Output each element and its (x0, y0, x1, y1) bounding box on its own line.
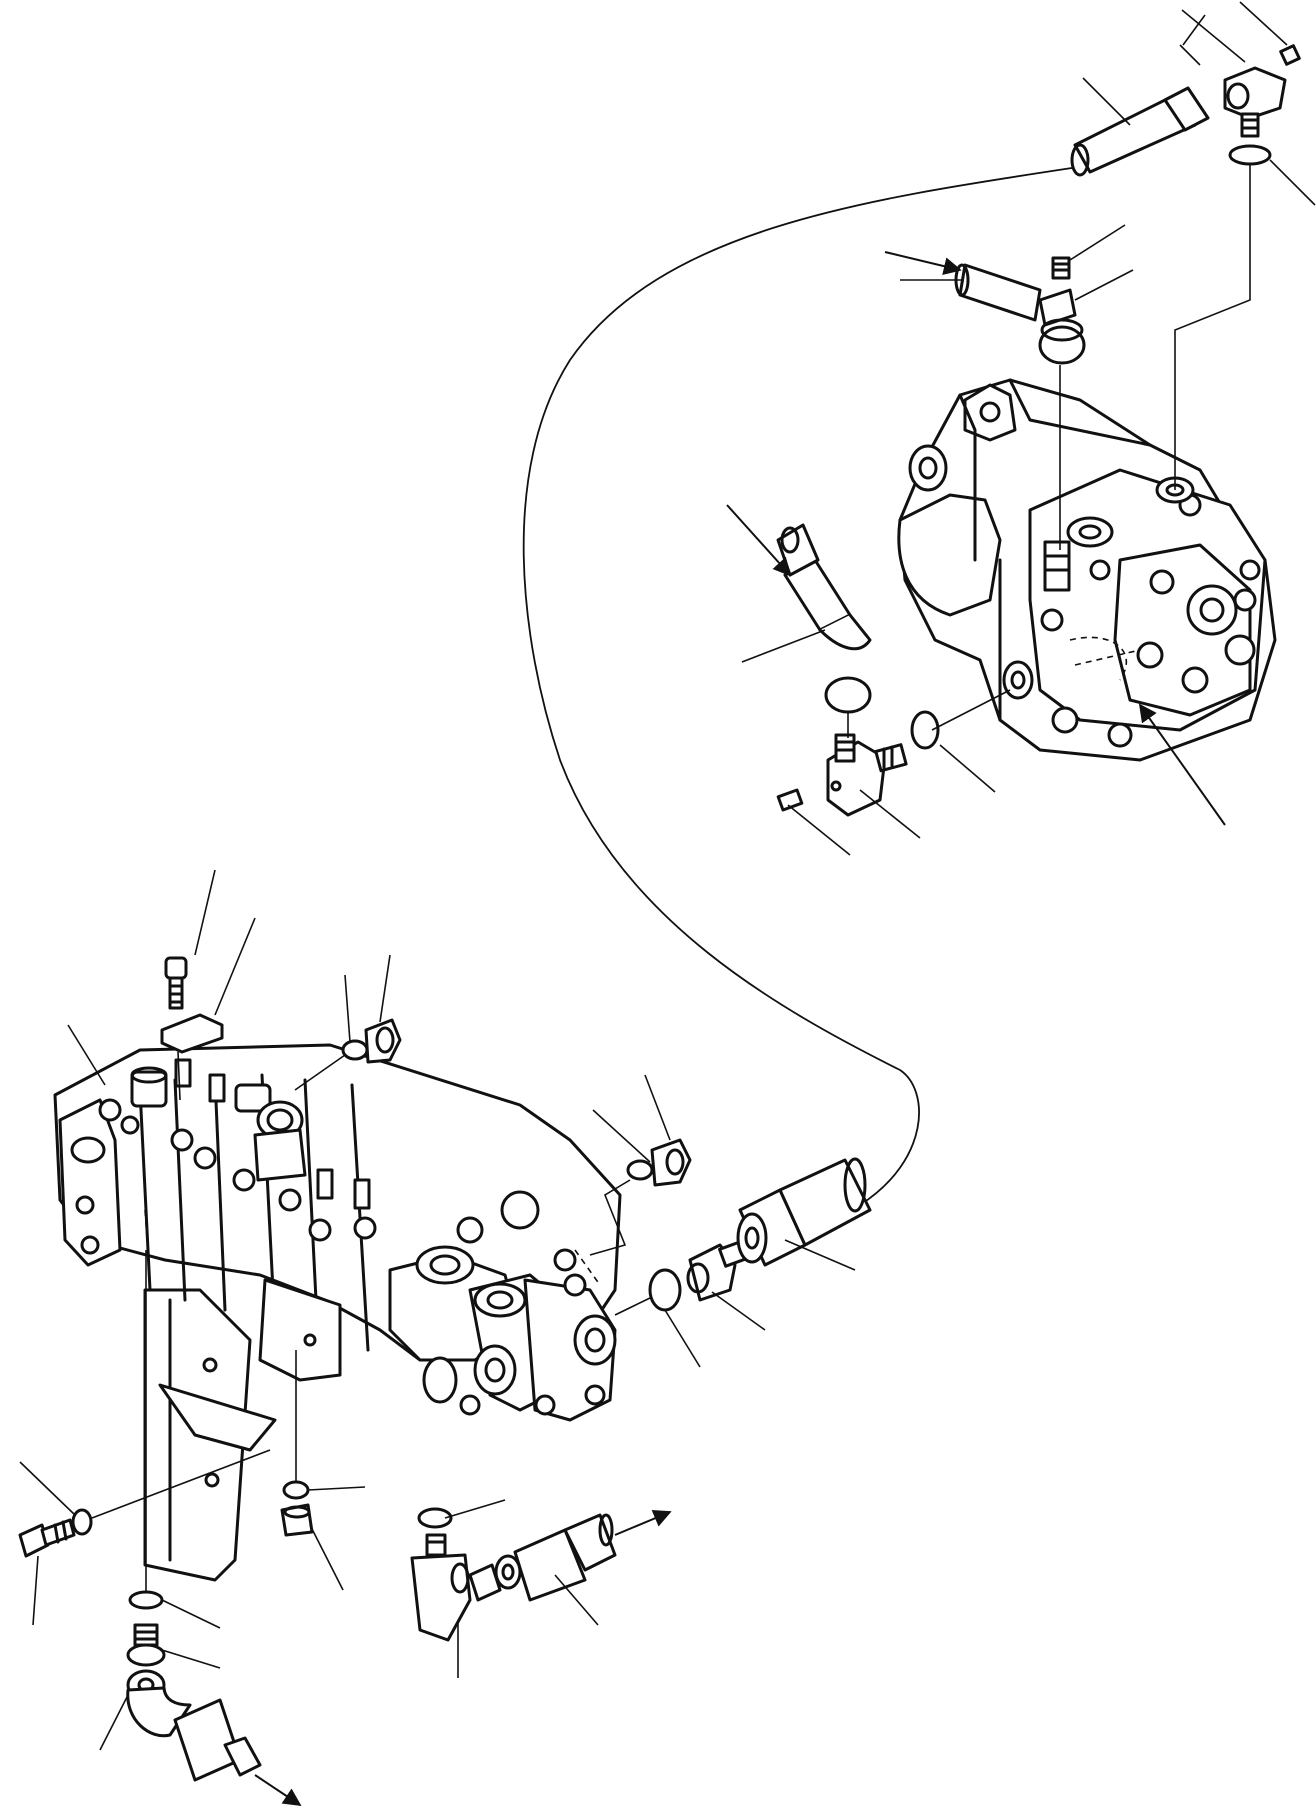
flow-arrow-valve-out-right (614, 1509, 672, 1536)
connecting-hose-line (522, 167, 1073, 1206)
callout-leaders (19, 1, 1316, 1751)
flow-arrow-pump-inlet-top (884, 251, 962, 275)
pump-top-fittings (954, 44, 1301, 540)
control-valve (53, 1043, 622, 1582)
flow-arrows (254, 251, 1226, 1806)
flow-arrow-pump-body (1138, 703, 1226, 826)
hydraulic-pump (897, 378, 1277, 762)
flow-arrow-pump-inlet-side (726, 504, 792, 577)
valve-lower-fittings (18, 1250, 617, 1782)
valve-top-fittings (160, 956, 692, 1256)
assembly-lines (900, 279, 1061, 550)
flow-arrow-valve-out-bottom (254, 1774, 302, 1806)
valve-side-fittings (614, 1157, 872, 1316)
